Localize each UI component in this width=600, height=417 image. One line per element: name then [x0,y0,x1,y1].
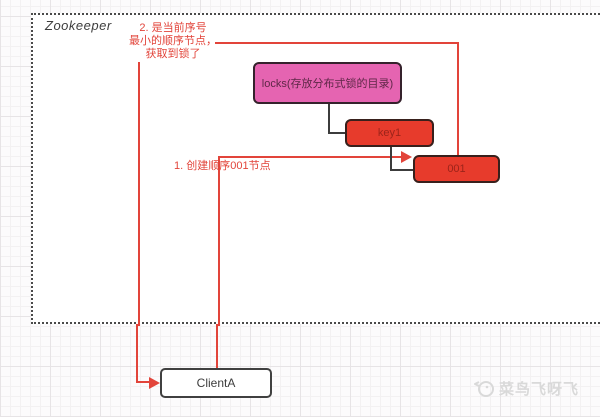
annotation-step2-line1: 2. 是当前序号 [139,22,207,34]
zookeeper-container-label: Zookeeper [45,18,112,33]
connector-locks-to-key1-horizontal [328,132,346,134]
annotation-step2-line3: 获取到锁了 [145,48,201,60]
node-001: 001 [413,155,500,183]
arrowhead-into-clienta-icon [149,377,160,389]
arrowhead-into-001-icon [401,151,412,163]
node-key1-label: key1 [377,127,402,139]
connector-clienta-to-001-vertical [218,158,220,326]
connector-step2-to-clienta-vertical [138,62,140,326]
connector-step2-horizontal [215,42,458,44]
annotation-step2: 2. 是当前序号 最小的顺序节点， 获取到锁了 [114,22,232,61]
connector-clienta-to-001-vertical-lower [216,324,218,368]
connector-step2-vertical [457,42,459,155]
node-clienta: ClientA [160,368,272,398]
bird-logo-icon [474,377,496,399]
connector-clienta-to-001-horizontal [218,156,401,158]
connector-key1-to-001-vertical [390,147,392,171]
annotation-step2-line2: 最小的顺序节点， [129,35,217,47]
zookeeper-container: Zookeeper 2. 是当前序号 最小的顺序节点， 获取到锁了 1. 创建顺… [31,13,600,326]
watermark: 菜鸟飞呀飞 [474,377,579,399]
connector-locks-to-key1-vertical [328,104,330,134]
node-locks-label: locks(存放分布式锁的目录) [261,78,394,90]
connector-step2-to-clienta-horizontal [136,381,151,383]
connector-key1-to-001-horizontal [390,169,414,171]
watermark-text: 菜鸟飞呀飞 [499,380,580,398]
node-001-label: 001 [447,163,466,175]
node-key1: key1 [345,119,434,147]
annotation-step1: 1. 创建顺序001节点 [174,160,271,172]
connector-step2-to-clienta-vertical-lower [136,324,138,383]
node-clienta-label: ClientA [196,376,236,390]
node-locks: locks(存放分布式锁的目录) [253,62,402,104]
